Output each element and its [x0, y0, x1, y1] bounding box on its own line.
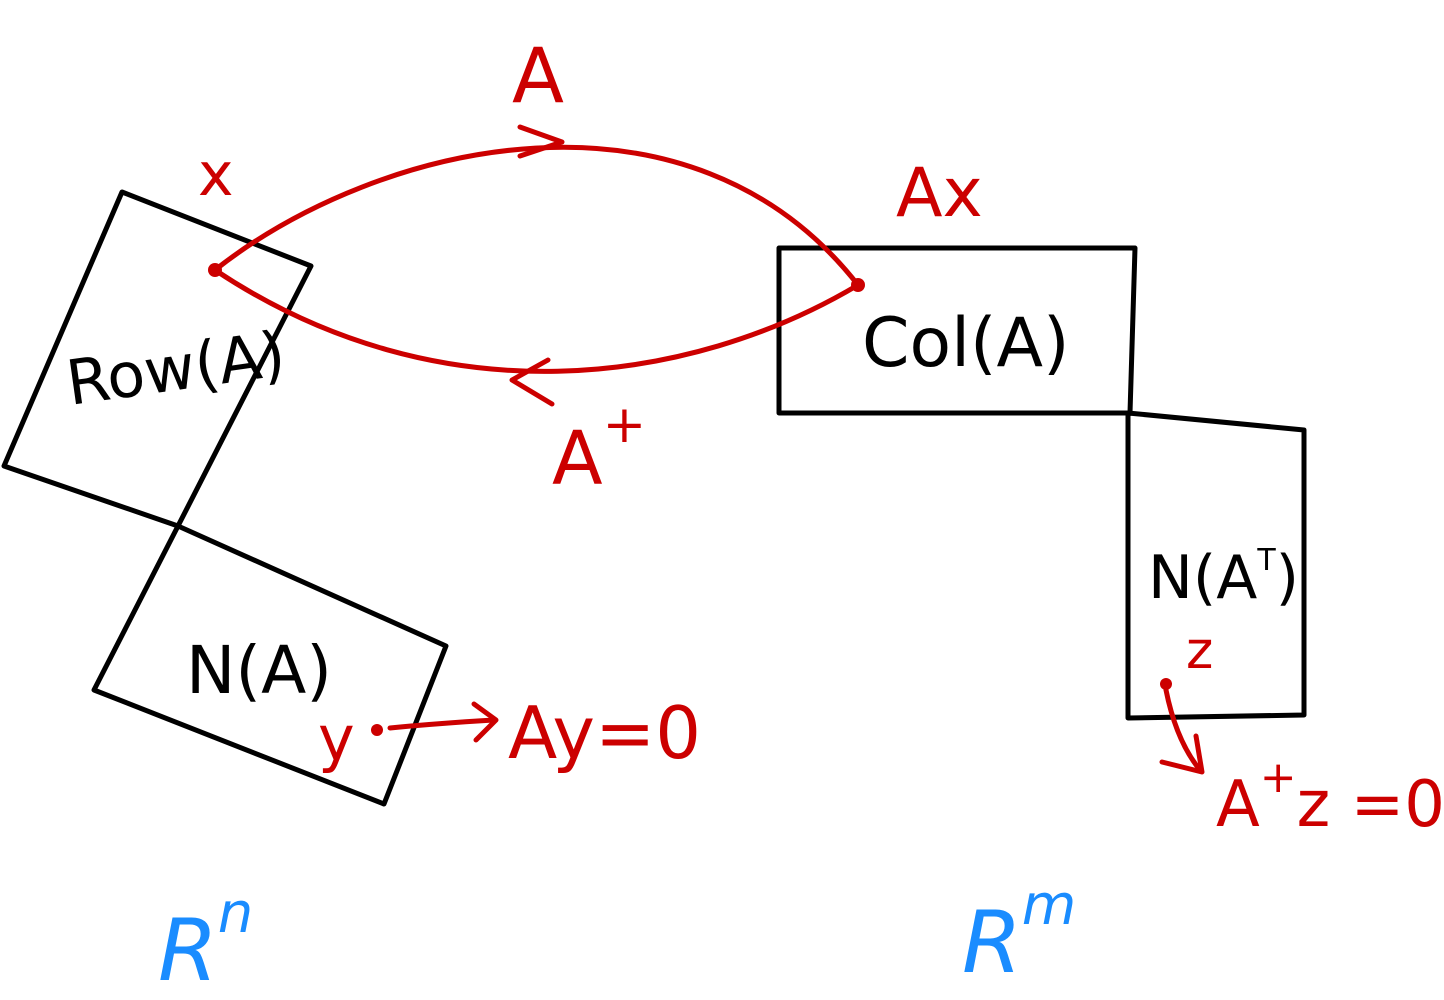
left-null-map-arrow-line [1163, 687, 1203, 773]
null-space-mapping: y Ay=0 [318, 691, 701, 775]
forward-map-label: A [512, 31, 564, 120]
left-null-space-base: N(A [1148, 543, 1257, 613]
point-x-dot [208, 263, 222, 277]
inverse-map-base: A [552, 416, 603, 502]
null-map-arrow-line [387, 717, 497, 731]
point-x-label: x [198, 140, 234, 210]
domain-space-base: R [158, 901, 218, 1000]
left-null-space-box [1125, 410, 1307, 721]
codomain-space-exp: m [1022, 873, 1077, 938]
left-null-space-close: ) [1276, 543, 1299, 613]
inverse-map-label: A+ [552, 395, 646, 502]
point-z-label: z [1186, 621, 1213, 681]
inverse-map-curve [212, 267, 861, 374]
null-map-arrowhead [471, 701, 499, 743]
left-null-result-base: A [1216, 768, 1260, 842]
codomain-space: Col(A) N(AT) [776, 245, 1307, 721]
point-ax-label: Ax [896, 154, 983, 233]
point-y-label: y [318, 702, 355, 775]
inverse-map-sup: + [603, 395, 647, 455]
column-space-label: Col(A) [862, 304, 1070, 383]
mapping-arrows: A A+ x Ax [198, 31, 983, 502]
left-null-space-mapping: z A+z =0 [1159, 621, 1444, 842]
forward-map-arrowhead [517, 124, 565, 159]
left-null-result-sup: + [1260, 752, 1297, 803]
codomain-space-label: Rm [962, 873, 1076, 993]
point-y-dot [371, 724, 383, 736]
space-labels: Rn Rm [158, 873, 1076, 1000]
codomain-space-base: R [962, 893, 1022, 993]
point-ax-dot [851, 278, 865, 292]
null-space-box [91, 523, 449, 807]
row-space-label: Row(A) [62, 317, 290, 420]
domain-space: Row(A) N(A) [1, 189, 449, 807]
domain-space-exp: n [218, 881, 254, 946]
left-null-map-arrowhead [1159, 733, 1205, 775]
left-null-map-result-label: A+z =0 [1216, 752, 1444, 842]
domain-space-label: Rn [158, 881, 253, 1000]
inverse-map-arrowhead [509, 357, 555, 407]
null-space-label: N(A) [186, 632, 332, 709]
point-z-dot [1160, 678, 1172, 690]
left-null-result-tail: z =0 [1297, 768, 1444, 842]
null-map-result-label: Ay=0 [508, 691, 701, 775]
left-null-space-label: N(AT) [1148, 543, 1299, 613]
left-null-space-sup: T [1256, 543, 1276, 578]
